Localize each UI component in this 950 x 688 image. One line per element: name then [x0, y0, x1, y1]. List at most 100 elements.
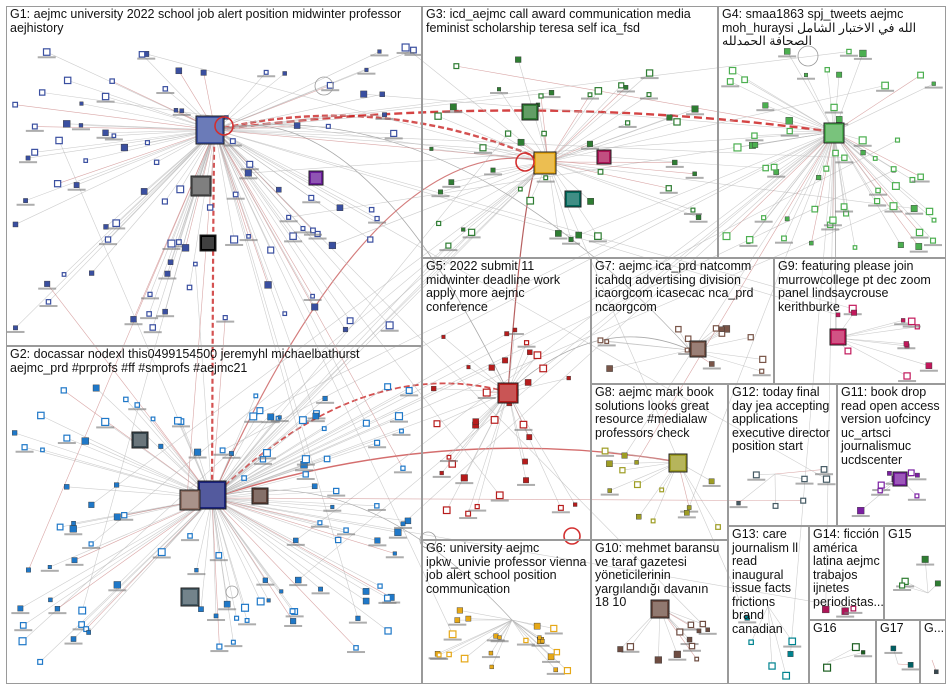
group-panel-g14: G14: ficción américa latina aejmc trabaj… [809, 526, 884, 620]
edge [547, 72, 650, 163]
node-marker [524, 379, 532, 386]
node-marker [900, 318, 906, 323]
node-caption-bar [462, 236, 481, 239]
node-marker [553, 648, 561, 656]
edge [14, 432, 213, 499]
node-marker [63, 120, 71, 128]
self-loop [563, 527, 581, 545]
edge [211, 360, 506, 499]
edge [511, 619, 527, 641]
node-caption-bar [40, 569, 59, 572]
node-marker [504, 331, 510, 337]
node-caption-bar [455, 482, 474, 485]
node-caption-bar [825, 111, 844, 114]
hub-avatar [823, 122, 845, 144]
node-marker [109, 78, 115, 84]
node-caption-bar [439, 249, 458, 252]
node-marker [448, 630, 457, 639]
node-marker [266, 598, 271, 603]
node-marker [383, 594, 391, 602]
node-marker [294, 576, 302, 584]
node-marker [48, 597, 53, 603]
node-caption-bar [187, 573, 206, 576]
edge [214, 129, 307, 460]
node-marker [449, 103, 457, 111]
edge [833, 131, 845, 207]
node-caption-bar [310, 525, 329, 528]
node-marker [78, 123, 84, 128]
node-caption-bar [639, 97, 658, 100]
node-marker [332, 487, 340, 495]
node-marker [173, 416, 182, 425]
node-marker [859, 49, 867, 58]
node-marker [256, 597, 265, 606]
node-marker [92, 384, 100, 392]
inter-group-edge [211, 157, 549, 499]
node-caption-bar [531, 644, 550, 647]
node-caption-bar [835, 210, 854, 213]
node-marker [467, 228, 476, 236]
node-marker [594, 87, 603, 95]
edge [738, 473, 776, 504]
edge [214, 49, 414, 131]
node-marker [374, 215, 380, 222]
node-marker [88, 501, 95, 508]
node-marker [772, 502, 779, 509]
node-marker [446, 651, 452, 658]
group-label-g3: G3: icd_aejmc call award communication m… [426, 7, 695, 35]
node-marker [903, 341, 909, 347]
node-marker [745, 235, 754, 244]
node-caption-bar [683, 212, 702, 215]
node-marker [881, 81, 889, 90]
node-marker [925, 207, 934, 216]
node-marker [851, 309, 858, 316]
node-marker [267, 246, 275, 254]
edge [25, 129, 216, 201]
edge [436, 391, 509, 424]
node-marker [323, 455, 331, 463]
edge [200, 497, 213, 610]
node-caption-bar [739, 244, 758, 247]
node-marker [921, 555, 929, 563]
node-marker [362, 419, 370, 427]
node-marker [857, 507, 865, 515]
node-marker [850, 605, 857, 612]
node-caption-bar [473, 151, 492, 154]
edge [636, 131, 835, 463]
edge [48, 129, 216, 303]
node-marker [138, 51, 146, 58]
node-caption-bar [253, 462, 272, 465]
node-marker [846, 48, 852, 55]
node-caption-bar [96, 136, 115, 139]
node-caption-bar [257, 75, 276, 78]
node-marker [762, 164, 769, 172]
node-caption-bar [321, 89, 340, 92]
node-marker [673, 650, 681, 658]
inter-group-edge [214, 124, 691, 351]
node-marker [915, 472, 920, 478]
node-marker [104, 236, 112, 243]
edge [211, 170, 894, 499]
node-marker [31, 123, 38, 130]
edge [211, 474, 306, 499]
edge [211, 497, 339, 541]
node-marker [786, 127, 793, 135]
node-caption-bar [367, 508, 386, 511]
edge [214, 129, 286, 314]
node-marker [150, 416, 156, 422]
node-caption-bar [218, 608, 237, 611]
node-marker [686, 636, 693, 643]
edge [547, 161, 694, 211]
edge [40, 415, 213, 499]
edge [81, 129, 216, 611]
edge [211, 497, 333, 508]
node-marker [400, 465, 406, 471]
edge [214, 129, 371, 240]
edge [763, 131, 835, 218]
node-caption-bar [823, 224, 842, 227]
node-caption-bar [223, 144, 242, 147]
node-marker [460, 654, 469, 663]
edge [196, 497, 213, 571]
node-marker [179, 108, 185, 114]
group-label-g8: G8: aejmc mark book solutions looks grea… [595, 385, 718, 440]
